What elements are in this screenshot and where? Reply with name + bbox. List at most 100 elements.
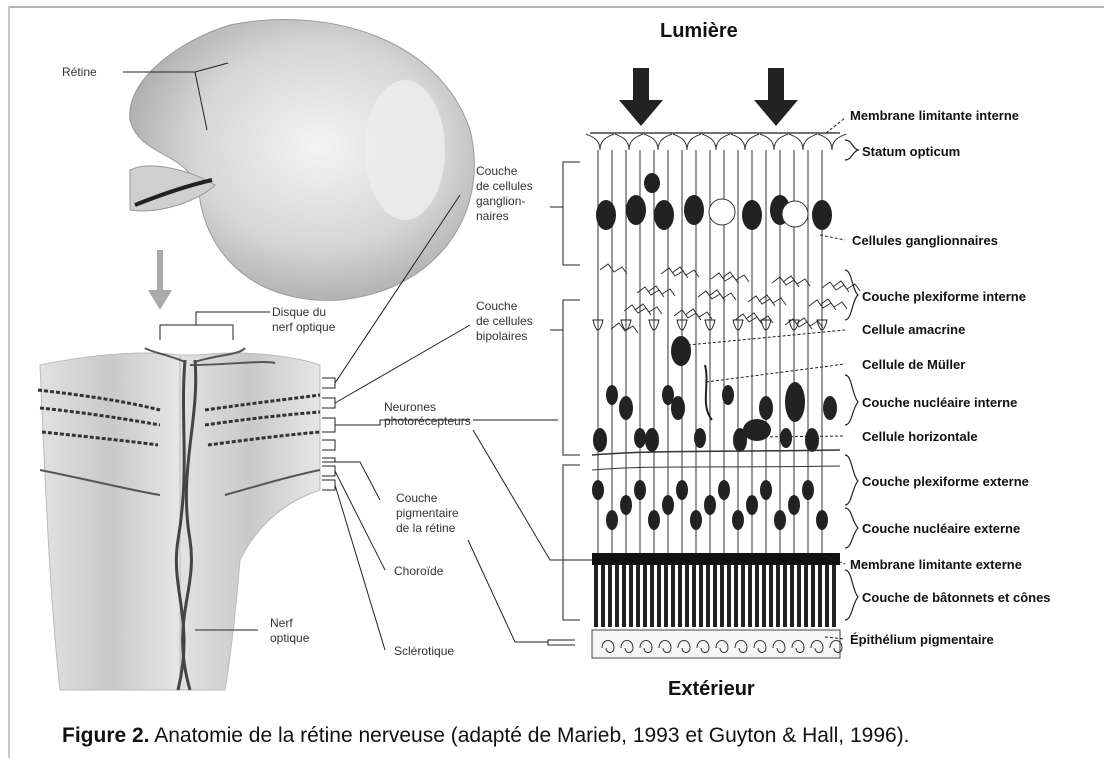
ganglion-cell [742, 200, 762, 230]
rod-segment [685, 565, 689, 627]
label-nucleaire-externe: Couche nucléaire externe [862, 521, 1020, 536]
ganglion-cell [644, 173, 660, 193]
light-arrow-left [619, 68, 663, 126]
label-bip-2: de cellules [476, 314, 533, 328]
rod-segment [657, 565, 661, 627]
rod-segment [797, 565, 801, 627]
ganglion-cell [684, 195, 704, 225]
label-photo-2: photorécepteurs [384, 414, 471, 428]
label-bip-1: Couche [476, 299, 518, 313]
figure-caption: Figure 2. Anatomie de la rétine nerveuse… [62, 724, 910, 748]
muller-endfoot [760, 134, 788, 150]
muller-endfoot [702, 134, 730, 150]
rod-segment [734, 565, 738, 627]
rod-segment [664, 565, 668, 627]
label-plexiforme-externe: Couche plexiforme externe [862, 474, 1029, 489]
photoreceptor-nucleus [816, 510, 828, 530]
label-cellules-ganglionnaires: Cellules ganglionnaires [852, 233, 998, 248]
photoreceptor-nucleus [788, 495, 800, 515]
photoreceptor-nucleus [634, 480, 646, 500]
rod-segment [720, 565, 724, 627]
label-nerf-1: Nerf [270, 616, 293, 630]
inner-nuclear-cell [805, 428, 819, 452]
photoreceptor-nucleus [690, 510, 702, 530]
label-disque-2: nerf optique [272, 320, 336, 334]
inner-nuclear-cell [662, 385, 674, 405]
rod-segment [769, 565, 773, 627]
rod-segment [608, 565, 612, 627]
label-retine: Rétine [62, 65, 97, 79]
label-statum-opticum: Statum opticum [862, 144, 960, 159]
label-choroide: Choroïde [394, 564, 444, 578]
label-cellule-amacrine: Cellule amacrine [862, 322, 965, 337]
rod-segment [706, 565, 710, 627]
rod-segment [601, 565, 605, 627]
label-gang-2: de cellules [476, 179, 533, 193]
label-pig-3: de la rétine [396, 521, 456, 535]
rod-segment [804, 565, 808, 627]
ganglion-cell [596, 200, 616, 230]
label-batonnets-cones: Couche de bâtonnets et cônes [862, 590, 1051, 605]
dendrite-branch [611, 323, 638, 333]
rod-segment [832, 565, 836, 627]
photoreceptor-nucleus [732, 510, 744, 530]
muller-endfoot [644, 134, 672, 150]
rod-segment [727, 565, 731, 627]
inner-nuclear-cell [823, 396, 837, 420]
label-nucleaire-interne: Couche nucléaire interne [862, 395, 1017, 410]
light-arrow-right [754, 68, 798, 126]
rod-segment [790, 565, 794, 627]
label-membrane-externe: Membrane limitante externe [850, 557, 1022, 572]
rod-segment [615, 565, 619, 627]
label-epithelium: Épithélium pigmentaire [850, 632, 994, 647]
caption-text: Anatomie de la rétine nerveuse (adapté d… [150, 724, 910, 747]
label-pig-1: Couche [396, 491, 438, 505]
ganglion-cell-outline [782, 201, 808, 227]
photoreceptor-nucleus [802, 480, 814, 500]
rod-segment [650, 565, 654, 627]
rod-segment [699, 565, 703, 627]
rod-segment [622, 565, 626, 627]
label-gang-4: naires [476, 209, 509, 223]
ganglion-cell-outline [709, 199, 735, 225]
photoreceptor-nucleus [676, 480, 688, 500]
rod-segment [678, 565, 682, 627]
inner-nuclear-cell [759, 396, 773, 420]
rod-segment [811, 565, 815, 627]
muller-endfoot [818, 134, 846, 150]
inner-nuclear-cell [619, 396, 633, 420]
inner-nuclear-cell [593, 428, 607, 452]
label-bip-3: bipolaires [476, 329, 527, 343]
ganglion-cell [812, 200, 832, 230]
rod-segment [755, 565, 759, 627]
retina-layers-detail [586, 68, 860, 658]
rod-segment [818, 565, 822, 627]
rod-segment [776, 565, 780, 627]
label-disque-1: Disque du [272, 305, 326, 319]
rod-segment [713, 565, 717, 627]
photoreceptor-nucleus [718, 480, 730, 500]
rod-segment [636, 565, 640, 627]
label-sclerotique: Sclérotique [394, 644, 454, 658]
photoreceptor-nucleus [648, 510, 660, 530]
rod-segment [692, 565, 696, 627]
dendrite-branch [600, 264, 627, 274]
photoreceptor-nucleus [774, 510, 786, 530]
rod-segment [671, 565, 675, 627]
label-membrane-interne: Membrane limitante interne [850, 108, 1019, 123]
inner-nuclear-cell [645, 428, 659, 452]
ganglion-cell [626, 195, 646, 225]
inner-nuclear-cell [722, 385, 734, 405]
rod-segment [741, 565, 745, 627]
inner-nuclear-cell [780, 428, 792, 448]
muller-endfoot [615, 134, 643, 150]
muller-endfoot [673, 134, 701, 150]
photoreceptor-nucleus [620, 495, 632, 515]
photoreceptor-nucleus [662, 495, 674, 515]
inner-nuclear-cell [606, 385, 618, 405]
ganglion-cell [654, 200, 674, 230]
label-nerf-2: optique [270, 631, 310, 645]
muller-endfoot [586, 134, 614, 150]
photoreceptor-nucleus [592, 480, 604, 500]
